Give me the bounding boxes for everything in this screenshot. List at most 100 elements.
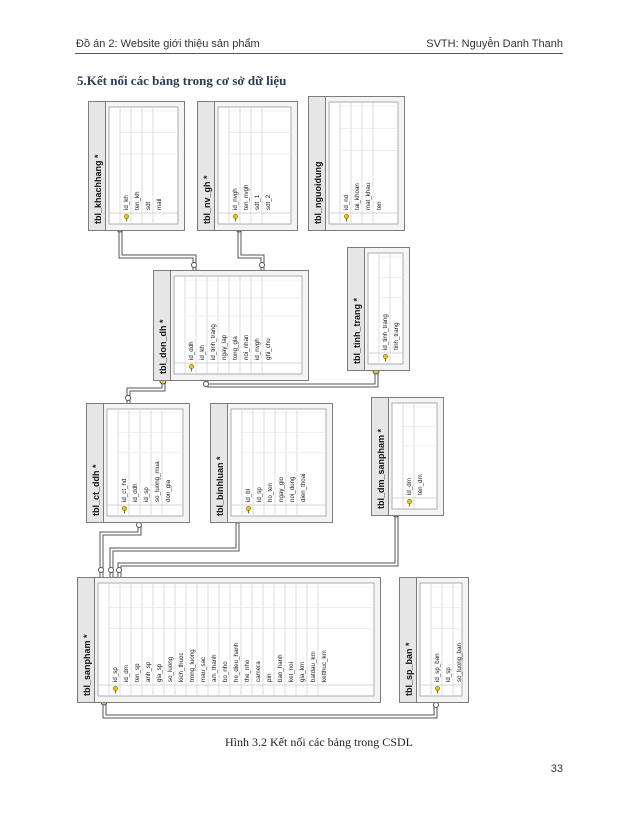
column-name: sdt [145, 201, 152, 210]
primary-key-icon-stem [123, 510, 126, 514]
column-name: gia_km [299, 662, 306, 682]
column-name: trong_luong [189, 649, 196, 682]
column-name: ten_sp [134, 663, 141, 682]
column-name: mau_sac [200, 657, 207, 682]
relation-khachhang-dondh [118, 230, 197, 270]
column-name: id_kh [123, 195, 130, 210]
column-name: don_gia [165, 479, 172, 502]
column-name: mail [156, 199, 163, 210]
table-title-band [308, 96, 326, 231]
column-name: ngay_gio [278, 476, 285, 502]
primary-key-icon-stem [384, 358, 387, 362]
column-name: ten_kh [134, 191, 141, 210]
many-endpoint [433, 702, 439, 708]
column-name: id_dm [123, 665, 130, 682]
column-name: the_nho [244, 659, 251, 682]
column-name: ketthuc_km [321, 650, 328, 682]
column-name: id_sp [256, 487, 263, 502]
many-endpoint [203, 381, 209, 387]
column-name: id_sp [112, 667, 119, 682]
column-name: ket_noi [288, 662, 295, 682]
column-name: batdau_km [310, 651, 317, 682]
column-name: id_bl [245, 489, 252, 502]
column-name: sdt_1 [254, 194, 261, 210]
table-title: tbl_nv_gh * [202, 175, 212, 224]
column-grid [217, 106, 292, 225]
column-name: camera [255, 661, 262, 682]
many-endpoint [98, 567, 104, 573]
table-title: tbl_tinh_trang * [352, 298, 362, 364]
table-title: tbl_don_dh * [158, 319, 168, 374]
column-name: gia_sp [156, 663, 163, 682]
header-right: SVTH: Nguyễn Danh Thanh [426, 38, 563, 50]
primary-key-icon-stem [125, 218, 128, 222]
column-name: id_nvgh [232, 188, 239, 210]
column-name: tai_khoan [354, 183, 361, 210]
column-grid [419, 582, 463, 697]
primary-key-icon-stem [190, 368, 193, 372]
column-name: am_thanh [211, 654, 218, 682]
table-title-band [399, 577, 417, 703]
column-name: ho_ten [267, 483, 274, 502]
column-name: id_ddh [132, 483, 139, 502]
column-name: ten_dm [417, 474, 424, 495]
column-name: kich_thuoc [178, 652, 185, 682]
many-endpoint [136, 522, 142, 528]
column-name: id_sp [445, 667, 452, 682]
column-grid [328, 101, 399, 225]
column-name: so_luong_ban [456, 643, 463, 682]
table-title-band [371, 397, 389, 516]
column-name: id_ddh [188, 341, 195, 360]
relation-dondh-ctddh [126, 380, 166, 403]
column-name: sdt_2 [265, 194, 272, 210]
many-endpoint [191, 262, 197, 268]
column-name: tong_gia [232, 336, 239, 360]
table-title: tbl_nguoidung [313, 162, 323, 224]
relation-binhluan-sanpham [109, 522, 240, 577]
column-name: anh_sp [145, 661, 152, 682]
table-title-band [153, 270, 171, 381]
column-name: id_sp [143, 487, 150, 502]
primary-key-icon-stem [114, 690, 117, 694]
column-grid [173, 275, 303, 375]
primary-key-icon-stem [234, 218, 237, 222]
table-title: tbl_ct_ddh * [91, 464, 101, 516]
column-name: id_ct_hd [121, 478, 128, 502]
many-endpoint [116, 567, 122, 573]
column-name: so_luong_mua [154, 461, 161, 502]
figure-caption: Hình 3.2 Kết nối các bảng trong CSDL [225, 735, 413, 749]
column-name: id_tinh_trang [210, 324, 217, 360]
column-name: so_luong [167, 656, 174, 682]
table-title-band [86, 403, 104, 523]
many-endpoint [108, 567, 114, 573]
column-name: bo_nho [222, 661, 229, 682]
table-title: tbl_khachhang * [93, 154, 103, 224]
many-endpoint [125, 395, 131, 401]
relation-dmsanpham-sanpham [117, 515, 399, 577]
column-name: id_dm [406, 478, 413, 495]
page-number: 33 [550, 763, 563, 775]
column-grid [230, 408, 327, 517]
column-name: ghi_chu [265, 338, 272, 360]
column-name: ten [376, 201, 383, 210]
table-title-band [197, 101, 215, 231]
column-name: mat_khau [365, 182, 372, 210]
table-title-band [88, 101, 106, 231]
table-title-band [77, 577, 95, 703]
column-grid [106, 408, 184, 517]
column-grid [367, 252, 404, 365]
column-name: id_kh [199, 345, 206, 360]
table-tbl_ct_ddh: tbl_ct_ddh * id_ct_hd id_ddh id_sp so_luong_… [86, 403, 190, 523]
column-name: id_sp_ban [434, 653, 441, 682]
table-title: tbl_binhluan * [215, 456, 225, 516]
column-name: id_tinh_trang [382, 314, 389, 350]
